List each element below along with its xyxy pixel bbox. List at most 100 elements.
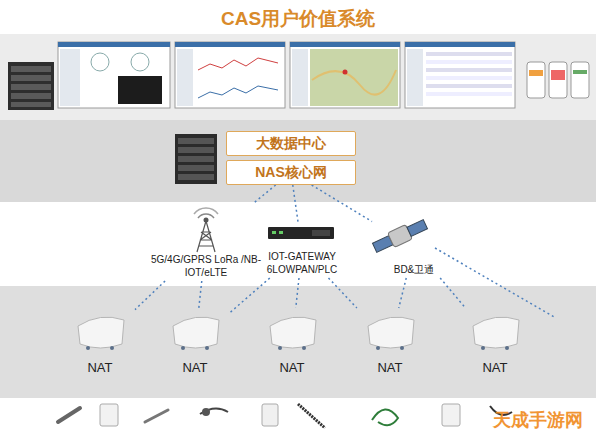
node-text: BD&卫通 (394, 263, 435, 276)
platform-box: NAS核心网 (226, 160, 356, 185)
probe-sensor (145, 410, 168, 422)
network-label: IOT-GATEWAY 6LOWPAN/PLC (256, 222, 348, 278)
sensor-row (58, 404, 512, 428)
dotted-link (328, 278, 356, 308)
box-sensor (442, 404, 460, 426)
screen-table-row (426, 60, 512, 64)
network-label: BD&卫通 (372, 216, 456, 278)
signal-arc (194, 208, 218, 214)
screen-chart (198, 58, 278, 70)
device-port (86, 346, 90, 350)
phone (527, 62, 545, 98)
device-port (400, 346, 404, 350)
phone (571, 62, 589, 98)
network-label: 5G/4G/GPRS LoRa /NB-IOT/eLTE (148, 203, 264, 281)
device-port (302, 346, 306, 350)
radio-tower (194, 208, 218, 252)
nat-device (78, 317, 124, 350)
phone-widget (573, 70, 587, 74)
screen-header (405, 42, 515, 47)
core-band (0, 120, 596, 202)
core-server (175, 134, 217, 184)
screen-table-row (426, 92, 512, 96)
screen-frame (58, 42, 170, 108)
antenna-sensor (298, 404, 325, 428)
device-port (505, 346, 509, 350)
nat-device (270, 317, 316, 350)
screen-map-pin (343, 70, 348, 75)
screenshot (175, 42, 285, 108)
phone (549, 62, 567, 98)
node-text: 5G/4G/GPRS LoRa /NB-IOT/eLTE (148, 253, 264, 279)
gateway-light (272, 231, 276, 234)
tower-lattice (197, 221, 215, 252)
screen-chart (198, 86, 278, 98)
dotted-link (199, 281, 202, 308)
cable-sensor-head (202, 408, 210, 416)
rack-body (8, 62, 54, 110)
box-sensor (262, 404, 278, 426)
server-slot (178, 174, 214, 180)
phone-widget (551, 70, 565, 80)
nat-node: NAT (460, 308, 530, 378)
rack-slot (11, 66, 51, 72)
dotted-link (254, 185, 276, 203)
server-slot (178, 147, 214, 153)
coil-sensor (372, 409, 398, 425)
satellite (371, 217, 429, 255)
device-shell (270, 317, 316, 348)
device-port (181, 346, 185, 350)
server-rack (8, 62, 54, 110)
rack-slot (11, 84, 51, 90)
node-text: IOT-GATEWAY 6LOWPAN/PLC (256, 250, 348, 276)
dotted-link (135, 281, 165, 310)
dotted-link (230, 278, 270, 313)
node-text: NAT (482, 360, 507, 375)
server-slot (178, 156, 214, 162)
gateway-device (268, 227, 334, 239)
screen-map-road (312, 70, 396, 95)
device-port (481, 346, 485, 350)
watermark: 天成手游网 (482, 408, 594, 432)
screen-video (118, 76, 162, 104)
gateway-body (268, 227, 334, 239)
gateway-port (312, 230, 330, 236)
screen-header (290, 42, 400, 47)
screen-map (310, 49, 398, 106)
application-band (0, 34, 596, 120)
nat-node: NAT (257, 308, 327, 378)
device-shell (173, 317, 219, 348)
solar-panel (407, 220, 428, 237)
screenshot (290, 42, 400, 108)
outbound-link (435, 248, 556, 318)
screen-sidebar (177, 49, 193, 106)
server-slot (178, 138, 214, 144)
nat-device (173, 317, 219, 350)
screen-table-row (426, 52, 512, 56)
server-body (175, 134, 217, 184)
signal-arc (198, 214, 214, 218)
platform-box: 大数据中心 (226, 131, 356, 156)
dotted-link (293, 185, 298, 222)
screen-sidebar (60, 49, 80, 106)
screen-table-row (426, 84, 512, 88)
device-port (110, 346, 114, 350)
screen-sidebar (292, 49, 308, 106)
server-slot (178, 165, 214, 171)
dotted-link (296, 278, 299, 308)
screen-frame (290, 42, 400, 108)
device-port (205, 346, 209, 350)
box-sensor (100, 404, 118, 426)
screen-gauge (131, 53, 149, 71)
screen-frame (405, 42, 515, 108)
nat-device (473, 317, 519, 350)
screen-frame (175, 42, 285, 108)
node-text: NAS核心网 (255, 164, 327, 182)
nat-node: NAT (160, 308, 230, 378)
node-text: NAT (87, 360, 112, 375)
phone-screens (527, 62, 589, 98)
screenshot (58, 42, 170, 108)
